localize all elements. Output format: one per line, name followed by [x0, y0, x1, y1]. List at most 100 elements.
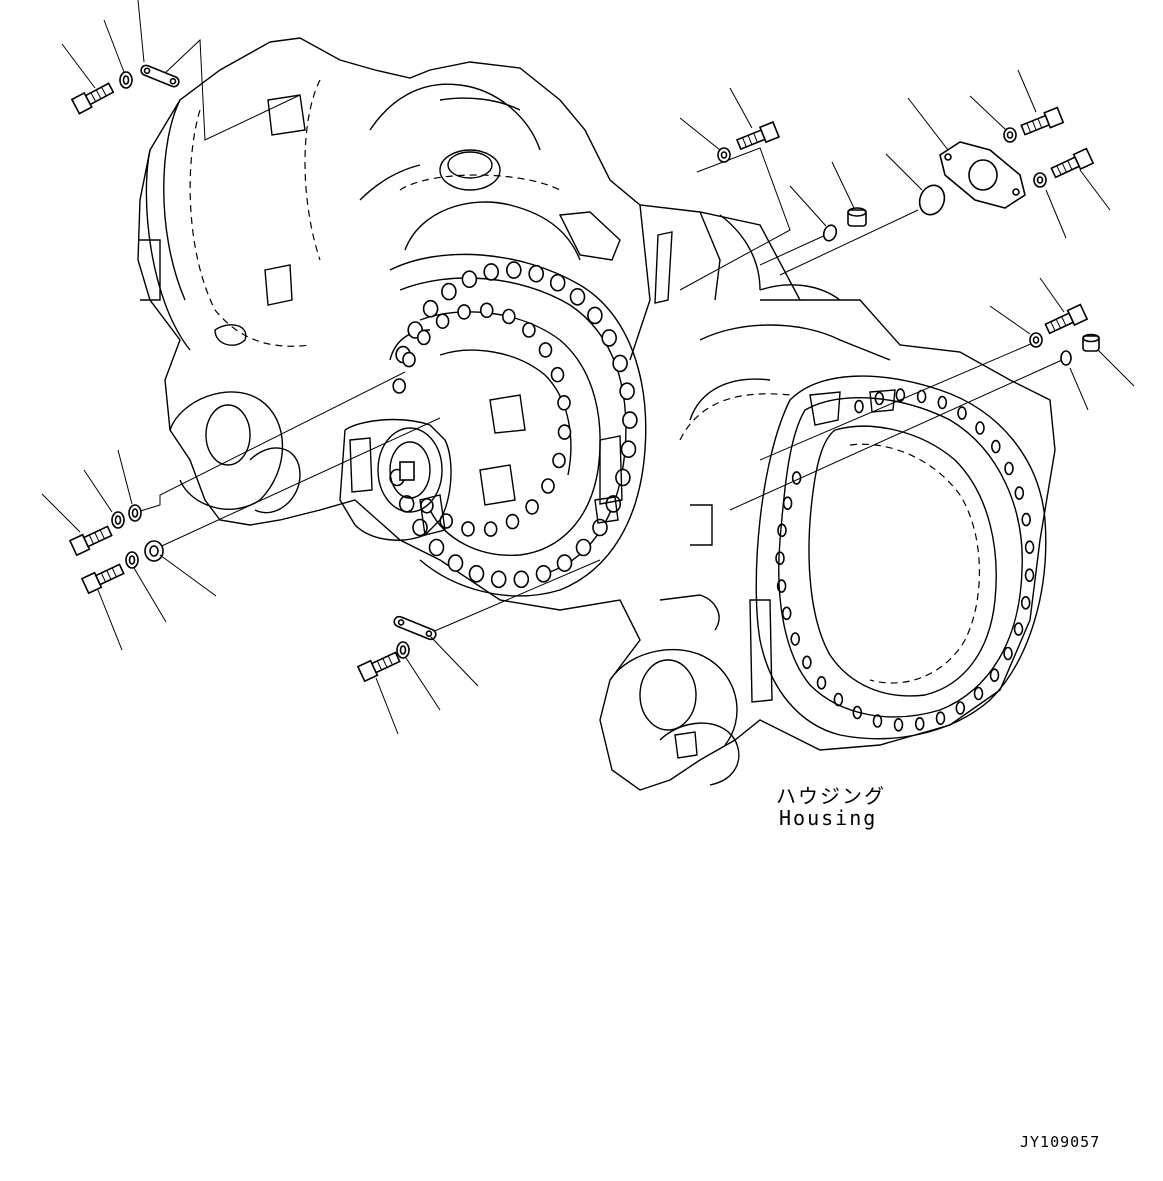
- flange-hole: [777, 523, 787, 538]
- hub-bolt-head: [556, 554, 573, 572]
- o-ring-icon[interactable]: [1060, 350, 1072, 366]
- hub-inner-bolt-head: [550, 366, 565, 383]
- washer-icon[interactable]: [128, 504, 142, 522]
- hub-inner-bolt-head: [402, 351, 416, 368]
- flange-hole: [975, 421, 985, 435]
- flange-hole: [1020, 595, 1031, 610]
- flange-hole: [852, 705, 863, 720]
- axle-housing: [137, 37, 1056, 791]
- washer-icon[interactable]: [125, 551, 139, 569]
- part-title-english: Housing: [779, 806, 878, 830]
- hub-bolt-head: [619, 382, 635, 401]
- hub-bolt-head: [513, 570, 530, 589]
- washer-icon[interactable]: [1029, 332, 1043, 348]
- flange-hole: [1014, 486, 1025, 500]
- flange-hole: [816, 675, 827, 690]
- bolt-icon[interactable]: [1050, 147, 1095, 180]
- flange-hole: [790, 632, 801, 646]
- hub-inner-bolt-head: [435, 313, 450, 330]
- flange-hole: [990, 439, 1001, 454]
- hub-inner-bolt-head: [483, 521, 498, 537]
- hub-bolt-head: [490, 570, 507, 589]
- flange-hole: [872, 714, 883, 728]
- washer-icon[interactable]: [1033, 172, 1047, 188]
- flange-hole: [781, 606, 792, 621]
- flange-hole: [1024, 540, 1035, 555]
- flange-hole: [791, 471, 802, 485]
- hub-inner-bolt-head: [538, 342, 553, 358]
- flange-hole: [914, 716, 925, 731]
- bolt-icon[interactable]: [80, 562, 125, 595]
- flange-hole: [874, 391, 885, 406]
- hub-bolt-head: [569, 287, 586, 306]
- bolt-icon[interactable]: [1020, 106, 1065, 138]
- hub-bolt-head: [483, 263, 500, 281]
- drawing-code: JY109057: [1020, 1133, 1101, 1151]
- flange-hole: [776, 579, 787, 593]
- final-drive-hub: [339, 253, 647, 597]
- flange-hole: [833, 692, 844, 707]
- flange-hole: [989, 668, 1000, 683]
- bolt-icon[interactable]: [70, 81, 115, 115]
- flange-hole: [935, 711, 946, 726]
- hub-bolt-head: [505, 261, 522, 279]
- hub-bolt-head: [592, 518, 608, 537]
- plug-icon[interactable]: [847, 207, 867, 227]
- hub-inner-bolt-head: [416, 329, 431, 346]
- o-ring-icon[interactable]: [822, 223, 839, 242]
- hub-inner-bolt-head: [461, 521, 475, 537]
- flange-hole: [1013, 622, 1024, 636]
- hub-inner-bolt-head: [479, 302, 494, 319]
- washer-icon[interactable]: [119, 71, 133, 89]
- flange-hole: [1004, 461, 1014, 476]
- bolt-icon[interactable]: [735, 121, 780, 152]
- hub-bolt-head: [422, 299, 439, 318]
- hub-inner-bolt-head: [541, 478, 555, 494]
- hub-bolt-head: [622, 411, 638, 429]
- hub-bolt-head: [535, 564, 552, 583]
- hub-inner-bolt-head: [392, 378, 407, 394]
- hub-bolt-head: [528, 264, 545, 283]
- hub-bolt-head: [620, 440, 637, 459]
- flange-hole: [937, 395, 948, 410]
- o-ring-icon[interactable]: [916, 182, 949, 218]
- plug-icon[interactable]: [1082, 333, 1100, 352]
- flange-hole: [1024, 568, 1035, 583]
- flange-hole: [893, 717, 904, 732]
- assembly-guide-lines: [136, 38, 1063, 634]
- flange-bolt-holes: [775, 388, 1035, 732]
- bolt-icon[interactable]: [356, 650, 401, 683]
- flange-hole: [782, 496, 793, 511]
- hub-inner-bolt-head: [457, 304, 471, 320]
- nut-icon[interactable]: [144, 540, 164, 562]
- hub-inner-bolt-head: [552, 452, 566, 469]
- washer-icon[interactable]: [1003, 127, 1017, 143]
- hub-inner-bolt-head: [505, 513, 520, 530]
- hub-bolt-circle: [389, 261, 638, 589]
- part-title-japanese: ハウジング: [776, 784, 886, 808]
- washer-icon[interactable]: [717, 147, 731, 163]
- cover-plate-icon[interactable]: [939, 141, 1026, 209]
- washer-icon[interactable]: [396, 641, 410, 659]
- hub-bolt-head: [575, 538, 592, 557]
- flange-hole: [955, 701, 966, 715]
- flange-hole: [1021, 512, 1031, 527]
- flange-hole: [775, 551, 785, 566]
- hub-bolt-head: [428, 538, 445, 557]
- washer-icon[interactable]: [111, 511, 125, 529]
- bolt-icon[interactable]: [1044, 303, 1089, 336]
- lock-plate-icon[interactable]: [393, 615, 438, 641]
- lock-plate-icon[interactable]: [140, 64, 181, 88]
- hub-inner-bolt-head: [525, 499, 539, 515]
- flange-ring: [749, 375, 1047, 740]
- hub-bolt-head: [549, 273, 566, 292]
- hub-bolt-head: [601, 329, 618, 347]
- hub-inner-bolt-head: [557, 394, 571, 411]
- hub-bolt-head: [468, 564, 485, 583]
- hub-bolt-head: [587, 306, 603, 325]
- hub-inner-bolt-head: [557, 424, 572, 440]
- hub-bolt-head: [447, 554, 464, 572]
- bolt-icon[interactable]: [68, 524, 113, 557]
